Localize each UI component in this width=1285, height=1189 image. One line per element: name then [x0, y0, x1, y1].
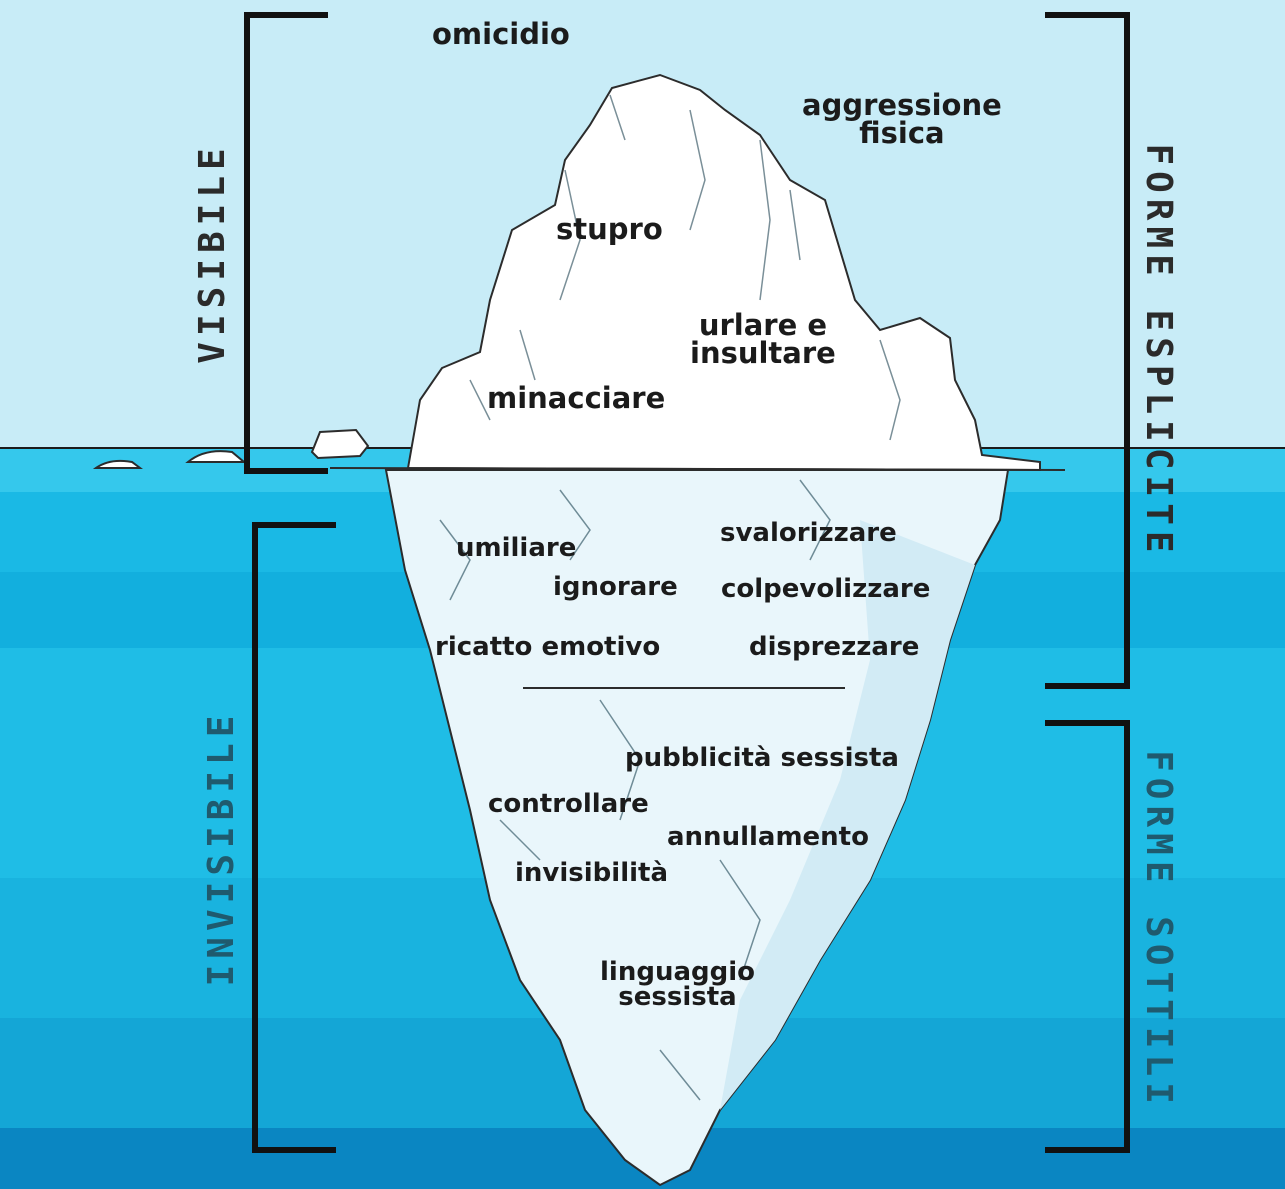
term-omicidio: omicidio — [432, 20, 570, 49]
label-invisibile: INVISIBILE — [204, 710, 240, 987]
term-umiliare: umiliare — [456, 535, 576, 561]
term-ricatto-emotivo: ricatto emotivo — [435, 634, 660, 660]
term-controllare: controllare — [488, 791, 649, 817]
term-invisibilita: invisibilità — [515, 860, 668, 886]
term-annullamento: annullamento — [667, 824, 869, 850]
label-visibile: VISIBILE — [195, 142, 231, 363]
term-stupro: stupro — [556, 215, 663, 244]
term-disprezzare: disprezzare — [749, 634, 919, 660]
term-colpevolizzare: colpevolizzare — [721, 576, 930, 602]
term-linguaggio-sessista: linguaggio sessista — [600, 960, 755, 1009]
term-svalorizzare: svalorizzare — [720, 520, 897, 546]
term-minacciare: minacciare — [487, 384, 665, 413]
term-aggressione-fisica: aggressione fisica — [802, 92, 1002, 147]
ice-floe — [312, 430, 368, 458]
label-forme-sottili: FORME SOTTILI — [1140, 750, 1176, 1110]
term-urlare-insultare: urlare e insultare — [690, 312, 836, 367]
label-forme-esplicite: FORME ESPLICITE — [1140, 143, 1176, 558]
term-pubblicita-sessista: pubblicità sessista — [625, 745, 899, 771]
term-ignorare: ignorare — [553, 574, 678, 600]
